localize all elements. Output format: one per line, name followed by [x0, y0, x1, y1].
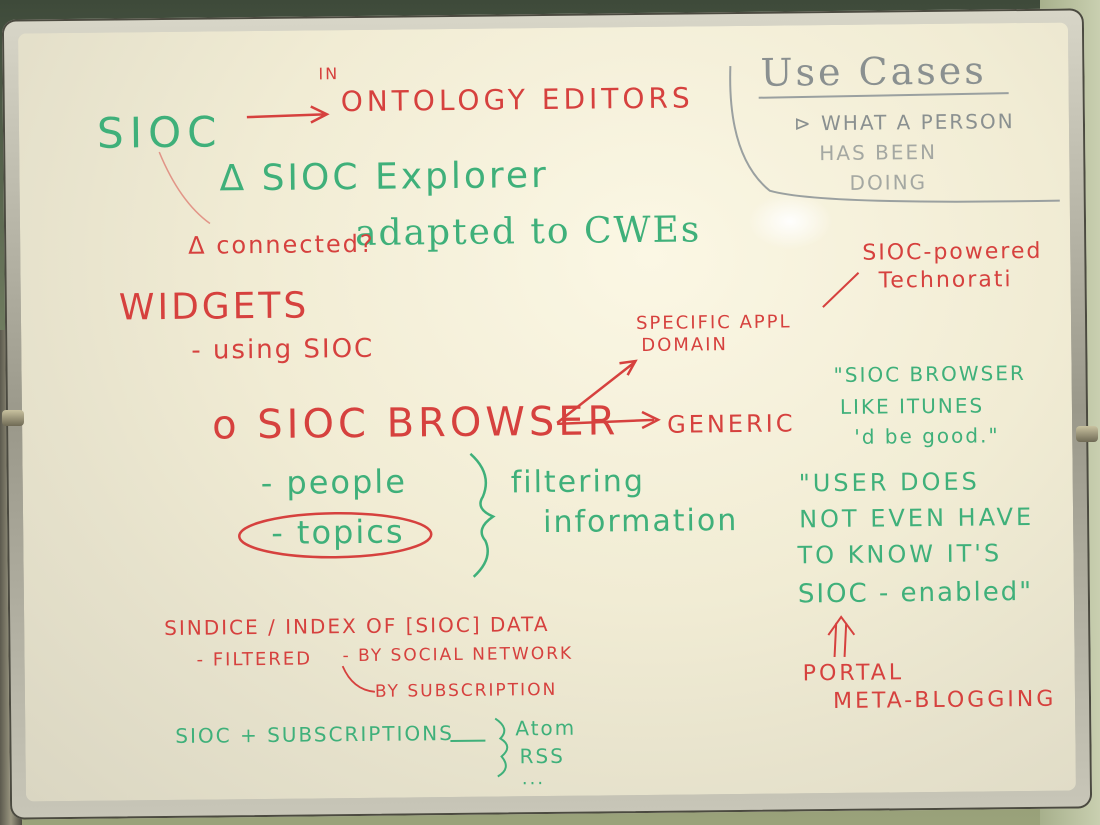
- use-cases-line-2: HAS BEEN: [819, 139, 938, 166]
- domain-label: DOMAIN: [641, 334, 729, 357]
- filtering-label: filtering: [510, 463, 646, 501]
- subscriptions-brace: [450, 717, 509, 778]
- topics-circle: [238, 511, 433, 559]
- specific-appl: SPECIFIC APPL: [635, 311, 792, 335]
- whiteboard-surface: Use Cases ⊳ WHAT A PERSON HAS BEEN DOING…: [17, 22, 1076, 802]
- quote-browser-2: LIKE ITUNES: [839, 393, 985, 419]
- use-cases-line-1: ⊳ WHAT A PERSON: [793, 109, 1015, 136]
- use-cases-line-3: DOING: [849, 170, 928, 195]
- quote-browser-3: 'd be good.": [854, 423, 1000, 449]
- line-to-technorati: [822, 272, 860, 308]
- filtered-branch: [341, 665, 375, 693]
- sioc-explorer: Δ SIOC Explorer: [219, 154, 550, 200]
- filtered-label: - FILTERED: [196, 648, 313, 671]
- use-cases-box: [729, 66, 1060, 203]
- user-quote-1: "USER DOES: [798, 467, 980, 498]
- connected-question: Δ connected?: [188, 229, 375, 260]
- arrow-to-ontology-editors: [246, 105, 330, 124]
- sioc-subscriptions: SIOC + SUBSCRIPTIONS: [175, 720, 454, 748]
- connected-curve: [158, 151, 211, 225]
- widgets-heading: WIDGETS: [118, 285, 310, 329]
- sioc-heading: SIOC: [96, 107, 223, 158]
- user-quote-4: SIOC - enabled": [797, 576, 1034, 610]
- use-cases-title: Use Cases: [760, 48, 987, 95]
- using-sioc: - using SIOC: [191, 333, 375, 366]
- atom-label: Atom: [515, 715, 577, 741]
- quote-browser-1: "SIOC BROWSER: [833, 360, 1026, 387]
- portal-label: PORTAL: [802, 660, 905, 687]
- in-label: IN: [318, 64, 340, 84]
- rss-label: RSS: [519, 743, 566, 769]
- filtering-brace: [469, 452, 496, 578]
- whiteboard-frame: Use Cases ⊳ WHAT A PERSON HAS BEEN DOING…: [1, 8, 1093, 820]
- user-quote-2: NOT EVEN HAVE: [798, 502, 1035, 534]
- user-quote-3: TO KNOW IT'S: [797, 539, 1003, 570]
- sioc-powered: SIOC-powered: [862, 238, 1043, 266]
- information-label: information: [542, 503, 739, 541]
- dots-label: ...: [521, 768, 546, 790]
- arrow-to-generic: [557, 410, 661, 430]
- marker-strokes: [158, 66, 1060, 778]
- technorati: Technorati: [878, 267, 1013, 294]
- by-subscription: BY SUBSCRIPTION: [374, 679, 558, 702]
- topics-label: - topics: [271, 512, 405, 552]
- use-cases-underline: [758, 92, 1009, 99]
- ontology-editors: ONTOLOGY EDITORS: [340, 81, 694, 119]
- sindice-index: SINDICE / INDEX OF [SIOC] DATA: [164, 611, 550, 641]
- stand-knob-right: [1076, 426, 1098, 442]
- people-label: - people: [260, 462, 408, 503]
- stand-knob-left: [2, 410, 24, 426]
- arrow-up-to-sioc-enabled: [827, 615, 856, 658]
- by-social-network: - BY SOCIAL NETWORK: [342, 643, 574, 667]
- arrow-to-specific-domain: [556, 359, 638, 424]
- adapted-to-cwes: adapted to CWEs: [354, 209, 702, 254]
- sioc-browser: o SIOC BROWSER: [211, 398, 620, 449]
- meta-blogging: META-BLOGGING: [832, 686, 1057, 715]
- generic-label: GENERIC: [666, 409, 796, 439]
